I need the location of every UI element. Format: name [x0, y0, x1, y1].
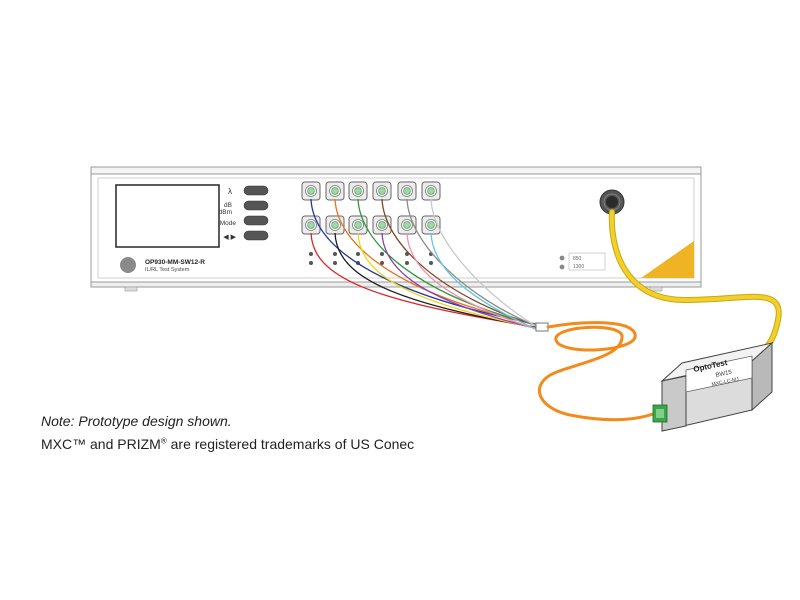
- arrows-button-label: ◀ ▶: [223, 234, 236, 241]
- trademark-mxc: MXC: [41, 436, 73, 452]
- trademark-and-prizm: and PRIZM: [86, 436, 161, 452]
- port-led: [429, 261, 433, 265]
- units-button[interactable]: [243, 200, 269, 211]
- module-connector-latch: [656, 409, 664, 418]
- prototype-note: Note: Prototype design shown.: [41, 413, 232, 429]
- wavelength-label-box: [568, 252, 606, 271]
- trademark-notice: MXC™ and PRIZM® are registered trademark…: [41, 436, 414, 452]
- port-led: [380, 261, 384, 265]
- lcd-display: [115, 184, 220, 248]
- module-label-1: BW15: [715, 370, 733, 379]
- chassis-top-edge: [90, 166, 702, 175]
- patch-cable-core: [609, 210, 781, 354]
- chassis-inner-panel: [97, 177, 695, 279]
- chassis-foot-left: [124, 286, 138, 292]
- port-led: [380, 252, 384, 256]
- wavelength-button-label: λ: [228, 187, 232, 196]
- accent-triangle: [641, 241, 694, 278]
- company-logo: [120, 257, 136, 273]
- fiber-9: [357, 232, 538, 329]
- fiber-port-1[interactable]: [301, 181, 321, 201]
- mxc-adapter-module: OptoTest BW15 MXC-LC-MJ: [652, 341, 774, 432]
- chassis-foot-right: [649, 286, 663, 292]
- units-button-label-db: dB: [224, 202, 232, 209]
- port-led: [309, 252, 313, 256]
- port-led: [333, 261, 337, 265]
- mode-button-label: Mode: [220, 220, 237, 227]
- patch-cable: [608, 209, 782, 355]
- trademark-suffix: are registered trademarks of US Conec: [166, 436, 415, 452]
- led-1300: [559, 264, 565, 270]
- port-led: [333, 252, 337, 256]
- model-subtitle: IL/RL Test System: [145, 267, 190, 273]
- fiber-1: [310, 198, 538, 325]
- module-label-panel: [685, 355, 753, 393]
- trademark-tm-symbol: ™: [72, 436, 87, 452]
- fiber-4: [381, 198, 538, 327]
- fiber-3: [357, 198, 538, 326]
- fiber-port-2[interactable]: [325, 181, 345, 201]
- port-led: [405, 261, 409, 265]
- port-led: [309, 261, 313, 265]
- fiber-12: [430, 232, 538, 331]
- wavelength-1300-label: 1300: [573, 264, 584, 270]
- module-side-face: [751, 341, 773, 412]
- trunk-cable-loops: [538, 321, 660, 422]
- module-left-end: [661, 375, 687, 432]
- units-button-label-dbm: dBm: [219, 209, 232, 216]
- breakout-boot: [535, 322, 549, 332]
- fiber-port-8[interactable]: [325, 215, 345, 235]
- button-labels: λ dB dBm Mode ◀ ▶: [219, 187, 237, 241]
- fiber-fanout: [310, 198, 538, 331]
- arrows-button[interactable]: [243, 230, 269, 241]
- trunk-cable: [538, 321, 660, 422]
- fiber-10: [381, 232, 538, 330]
- fiber-6: [430, 198, 538, 328]
- model-label: OP930-MM-SW12-R: [145, 259, 205, 266]
- fiber-11: [406, 232, 538, 330]
- fiber-5: [406, 198, 538, 327]
- fiber-7: [310, 232, 538, 328]
- module-label-2: MXC-LC-MJ: [711, 376, 740, 388]
- reference-port-inner: [606, 196, 618, 208]
- fiber-port-7[interactable]: [301, 215, 321, 235]
- test-instrument: OP930-MM-SW12-R IL/RL Test System λ dB d…: [90, 166, 702, 292]
- fiber-port-3[interactable]: [348, 181, 368, 201]
- fiber-port-9[interactable]: [348, 215, 368, 235]
- fiber-2: [334, 198, 538, 326]
- fiber-8: [334, 232, 538, 329]
- port-led-array: [309, 252, 433, 265]
- fiber-port-4[interactable]: [372, 181, 392, 201]
- wavelength-button[interactable]: [243, 185, 269, 196]
- wavelength-850-label: 850: [573, 256, 582, 262]
- fiber-port-5[interactable]: [397, 181, 417, 201]
- trademark-reg-symbol: ®: [160, 436, 167, 446]
- fiber-port-6[interactable]: [421, 181, 441, 201]
- led-850: [559, 255, 565, 261]
- port-led: [356, 252, 360, 256]
- mode-button[interactable]: [243, 215, 269, 226]
